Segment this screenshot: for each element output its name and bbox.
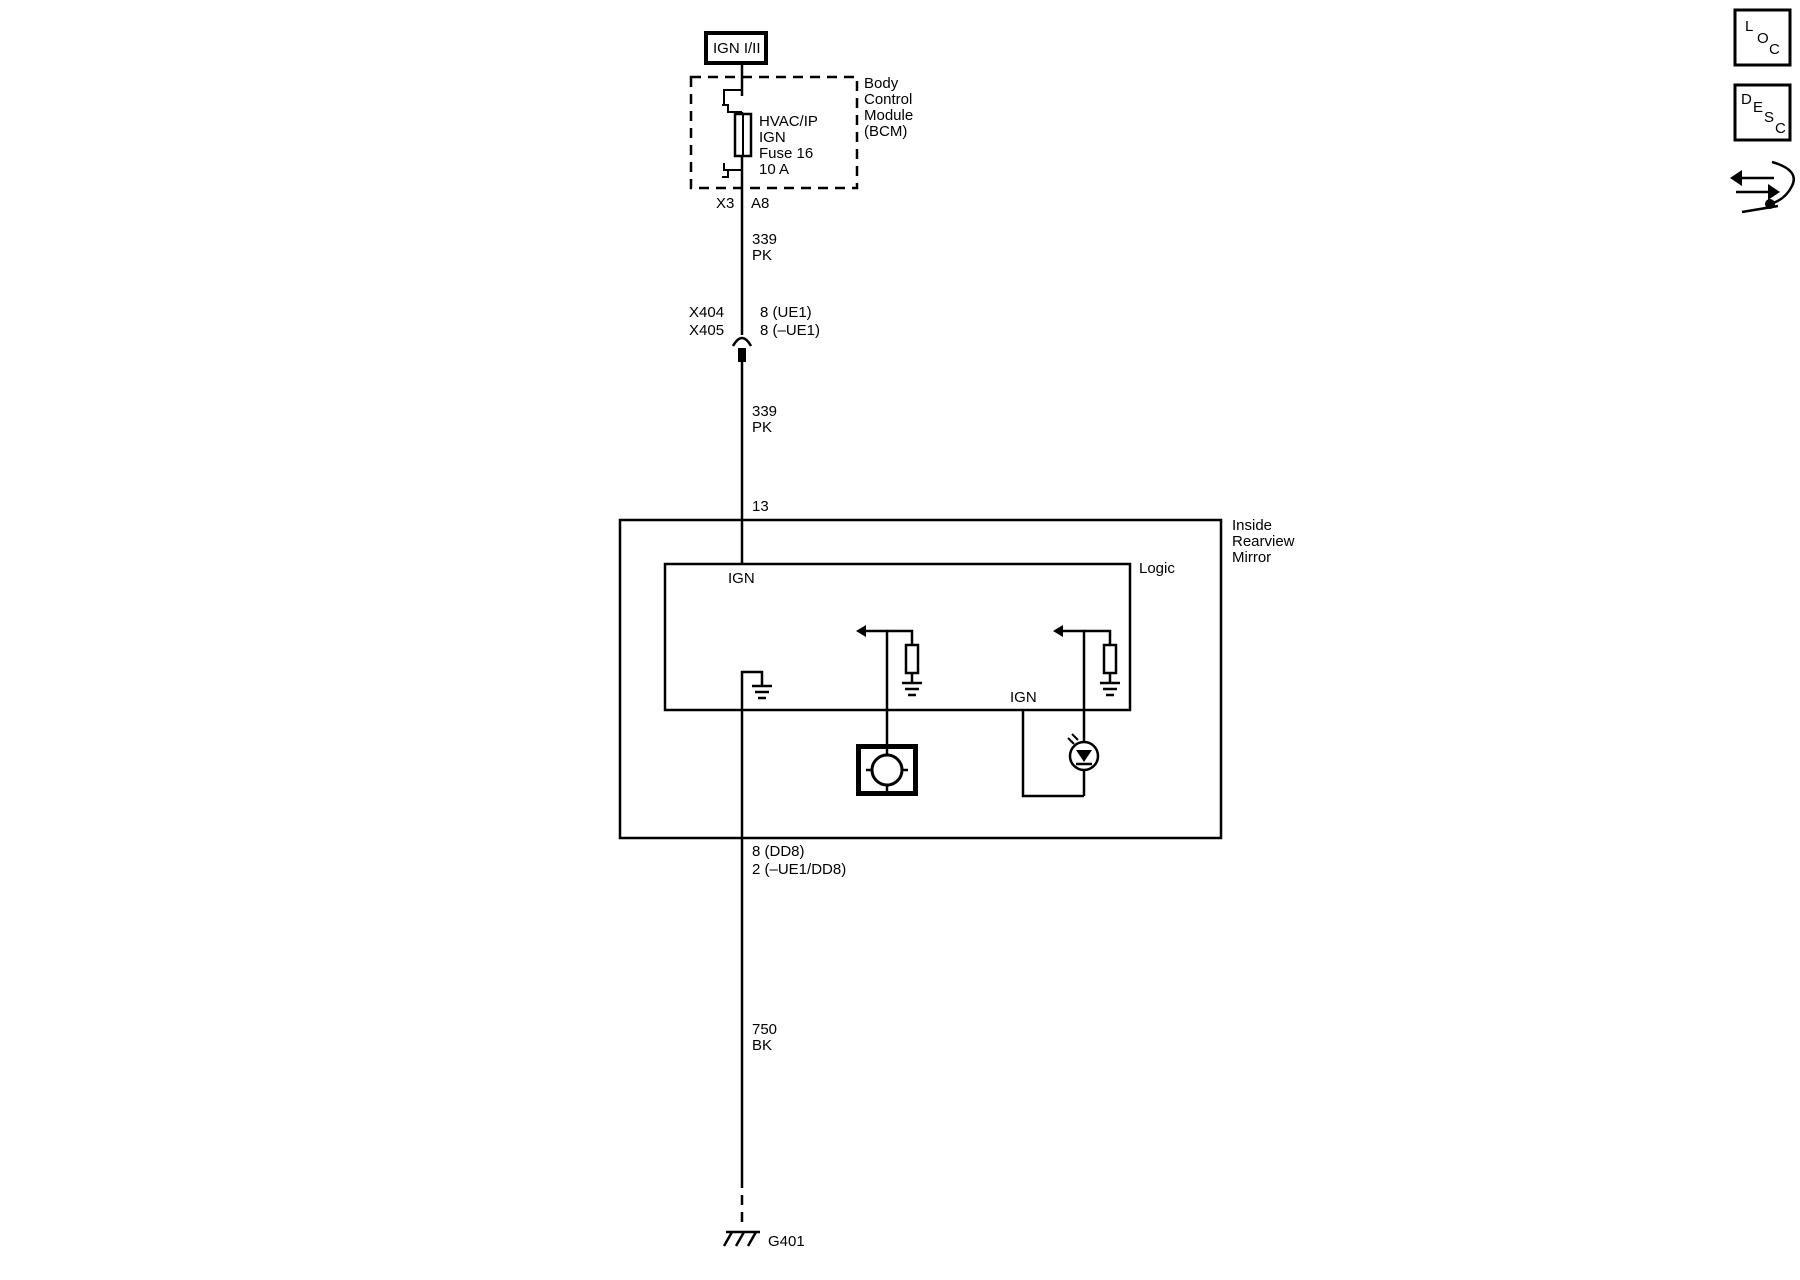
bcm-name-line-4: (BCM) xyxy=(864,123,907,140)
chassis-ground-icon xyxy=(722,1230,760,1247)
svg-text:C: C xyxy=(1775,120,1786,137)
inline-connector-2: X405 xyxy=(689,322,724,339)
logic-ign-label: IGN xyxy=(728,570,755,587)
fuse-line-4: 10 A xyxy=(759,161,789,178)
svg-text:E: E xyxy=(1753,99,1763,116)
wire-middle-circuit: 339 xyxy=(752,403,777,420)
wire-lower-color: BK xyxy=(752,1037,772,1054)
logic-ground-icon xyxy=(740,670,772,838)
wire-upper-color: PK xyxy=(752,247,772,264)
power-source-label: IGN I/II xyxy=(713,40,761,57)
sensor-1-circuit xyxy=(856,625,922,756)
svg-text:O: O xyxy=(1757,30,1769,47)
light-sensor-icon xyxy=(856,744,918,796)
inline-pin-2: 8 (–UE1) xyxy=(760,322,820,339)
inside-rearview-mirror: Inside Rearview Mirror Logic IGN xyxy=(618,517,1295,878)
fuse-line-2: IGN xyxy=(759,129,786,146)
inline-pin-1: 8 (UE1) xyxy=(760,304,812,321)
bcm-module: Body Control Module (BCM) HVAC/IP IGN Fu… xyxy=(689,65,913,212)
svg-text:L: L xyxy=(1745,18,1753,35)
logic-box xyxy=(663,562,1132,712)
mirror-pin-in: 13 xyxy=(752,498,769,515)
led-circuit-wire xyxy=(1021,710,1084,798)
bcm-pin: A8 xyxy=(751,195,769,212)
wire-middle-color: PK xyxy=(752,419,772,436)
mirror-pin-out-1: 8 (DD8) xyxy=(752,843,805,860)
wire-upper-circuit: 339 xyxy=(752,231,777,248)
led-ign-label: IGN xyxy=(1010,689,1037,706)
inline-connector: X404 X405 8 (UE1) 8 (–UE1) xyxy=(689,304,820,362)
led-indicator-icon xyxy=(1067,733,1100,772)
svg-text:D: D xyxy=(1741,91,1752,108)
bcm-name-line-3: Module xyxy=(864,107,913,124)
mirror-pin-out-2: 2 (–UE1/DD8) xyxy=(752,861,846,878)
fuse-line-1: HVAC/IP xyxy=(759,113,818,130)
desc-icon[interactable]: D E S C xyxy=(1733,83,1792,142)
mirror-name-line-2: Rearview xyxy=(1232,533,1295,550)
mirror-name-line-1: Inside xyxy=(1232,517,1272,534)
svg-text:C: C xyxy=(1769,41,1780,58)
svg-text:S: S xyxy=(1764,109,1774,126)
loc-icon[interactable]: L O C xyxy=(1733,8,1792,67)
power-source: IGN I/II xyxy=(704,31,768,65)
bcm-connector: X3 xyxy=(716,195,734,212)
mirror-name-line-3: Mirror xyxy=(1232,549,1271,566)
wire-lower-circuit: 750 xyxy=(752,1021,777,1038)
bcm-name-line-2: Control xyxy=(864,91,912,108)
connector-tool-icon[interactable] xyxy=(1730,160,1795,214)
logic-label: Logic xyxy=(1139,560,1175,577)
inline-connector-1: X404 xyxy=(689,304,724,321)
ground-label: G401 xyxy=(768,1233,805,1250)
fuse-line-3: Fuse 16 xyxy=(759,145,813,162)
bcm-name-line-1: Body xyxy=(864,75,899,92)
